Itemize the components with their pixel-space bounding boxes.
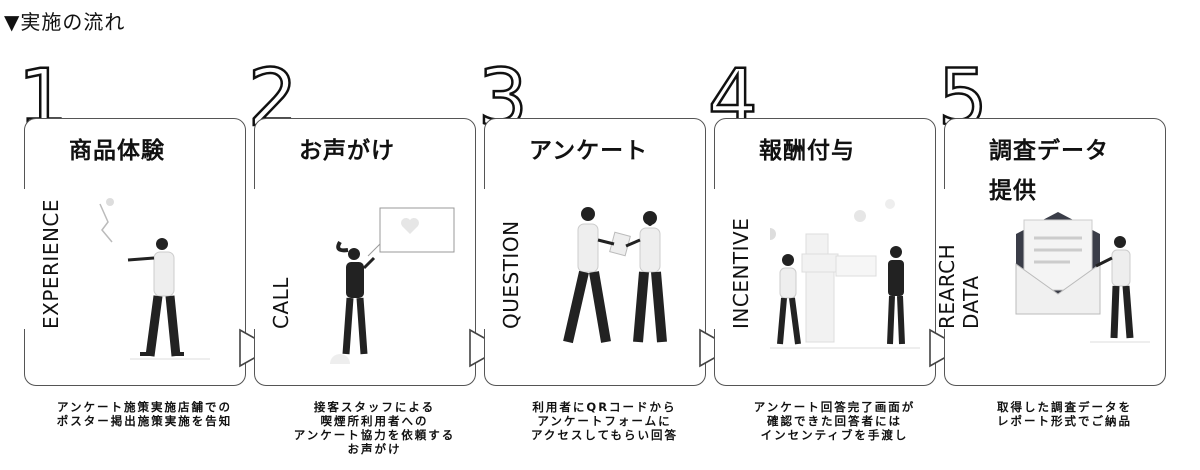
step-title: アンケート — [529, 138, 649, 164]
step-description: 取得した調査データを レポート形式でご納品 — [997, 400, 1132, 428]
step-label: INCENTIVE — [713, 189, 753, 329]
step-description: アンケート回答完了画面が 確認できた回答者には インセンティブを手渡し — [753, 400, 916, 442]
step-title: 調査データ 提供 — [989, 138, 1109, 204]
step-4: 4 INCENTIVE 報酬付与 アンケート回答完了画面が 確認できた回答者には… — [707, 59, 964, 460]
step-title: お声がけ — [299, 138, 395, 164]
step-card: EXPERIENCE 商品体験 — [23, 118, 246, 386]
step-card: INCENTIVE 報酬付与 — [713, 118, 936, 386]
step-label: QUESTION — [483, 189, 523, 329]
step-description: 利用者にQRコードから アンケートフォームに アクセスしてもらい回答 — [530, 400, 678, 442]
gift-handover-illustration — [770, 199, 920, 349]
step-3: 3 QUESTION アンケート 利用者にQRコードから アンケートフォームに … — [477, 59, 734, 460]
person-tasting-illustration — [99, 198, 210, 360]
people-questionnaire-illustration — [563, 207, 667, 344]
step-title: 報酬付与 — [759, 138, 855, 164]
step-5: 5 REARCH DATA 調査データ 提供 取得した調査データを レポート形式… — [935, 59, 1176, 460]
step-title: 商品体験 — [69, 138, 165, 164]
step-description: 接客スタッフによる 喫煙所利用者への アンケート協力を依頼する お声がけ — [293, 400, 456, 456]
data-report-illustration — [1015, 212, 1150, 343]
step-2: 2 CALL お声がけ 接客スタッフによる 喫煙所利用者への アンケート協力を依… — [247, 59, 504, 460]
step-card: QUESTION アンケート — [483, 118, 706, 386]
section-heading: ▼実施の流れ — [4, 10, 126, 34]
step-label: REARCH DATA — [935, 189, 983, 329]
step-card: CALL お声がけ — [253, 118, 476, 386]
step-label: CALL — [253, 189, 293, 329]
person-calling-illustration — [330, 207, 455, 364]
step-1: 1 EXPERIENCE 商品体験 アンケート施策実施店舗での ポスター掲出施策… — [17, 59, 274, 460]
step-description: アンケート施策実施店舗での ポスター掲出施策実施を告知 — [56, 400, 233, 428]
step-label: EXPERIENCE — [23, 189, 63, 329]
step-card: REARCH DATA 調査データ 提供 — [935, 118, 1166, 386]
